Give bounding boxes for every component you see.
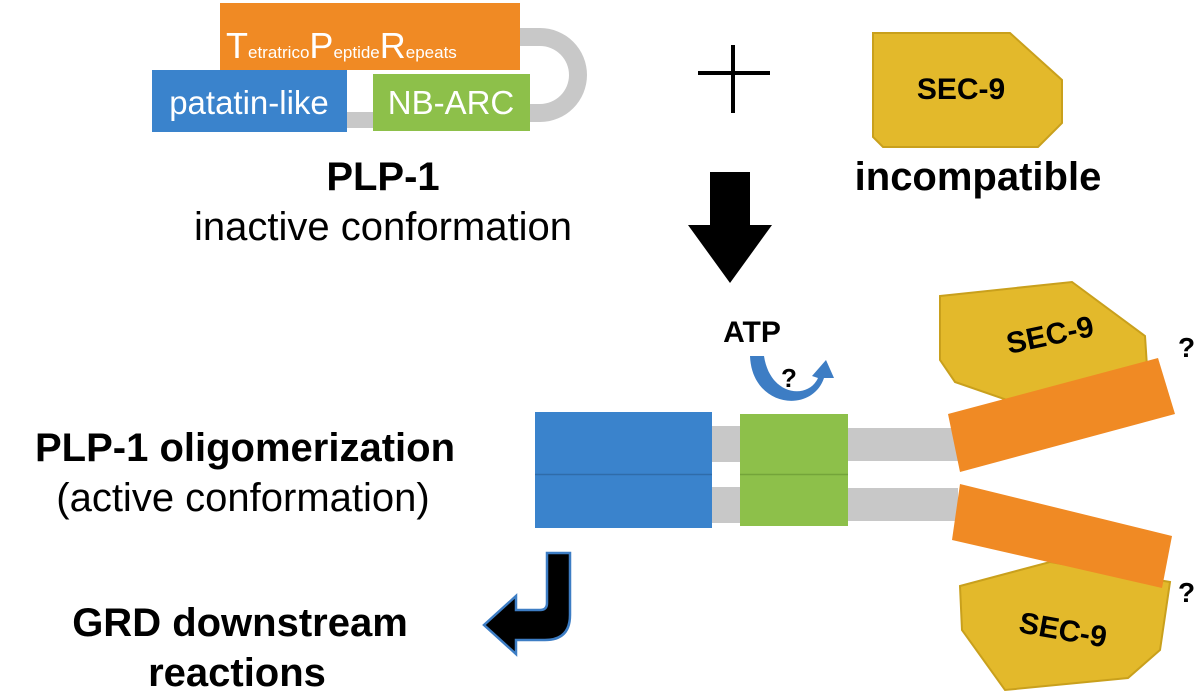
active-subtitle: (active conformation) [56,476,429,520]
linker-green-orange-lower [848,488,958,521]
patatin-label: patatin-like [169,84,329,121]
tpr-letter-p: P [309,25,333,66]
inactive-plp1-group: TetratricoPeptideRepeats patatin-like NB… [152,3,587,249]
downstream-line1: GRD downstream [72,601,408,645]
active-oligomer-group: SEC-9 SEC-9 ? ? ATP ? PLP-1 oligomerizat… [35,280,1195,692]
tpr-label: TetratricoPeptideRepeats [226,25,457,66]
tpr-letter-r: R [380,25,406,66]
inactive-linker-loop [515,28,587,122]
linker-blue-green-lower [712,487,744,523]
tpr-domain-box [220,3,520,70]
question-mark-lower: ? [1178,577,1195,608]
tpr-suffix-p: eptide [333,43,379,62]
tpr-block-lower [952,484,1172,588]
inactive-linker-short [345,112,375,128]
down-arrow-icon [688,172,772,283]
tpr-suffix-r: epeats [406,43,457,62]
nbarc-block-lower [740,475,848,526]
tpr-letter-t: T [226,25,248,66]
question-mark-upper: ? [1178,332,1195,363]
sec9-top-label: SEC-9 [917,73,1005,106]
patatin-block-upper [535,412,712,474]
linker-blue-green-upper [712,426,744,462]
atp-cycle-arrow-icon [750,356,834,401]
linker-green-orange-upper [848,428,958,461]
nbarc-domain-box [373,74,530,131]
tpr-block-upper [948,358,1175,472]
active-title: PLP-1 oligomerization [35,426,455,470]
plus-icon [698,45,770,113]
patatin-domain-box [152,70,347,132]
patatin-block-lower [535,475,712,528]
inactive-title: PLP-1 [326,155,439,199]
nbarc-label: NB-ARC [388,84,515,121]
tpr-suffix-t: etratrico [248,43,309,62]
sec9-top-caption: incompatible [855,155,1102,199]
nbarc-block-upper [740,414,848,474]
downstream-hook-arrow-icon [482,551,572,657]
atp-label: ATP [723,316,781,349]
inactive-subtitle: inactive conformation [194,205,572,249]
downstream-line2: reactions [148,651,326,695]
atp-question-mark: ? [781,363,797,393]
sec9-top-group: SEC-9 incompatible [855,32,1102,199]
sec9-top-shape [872,32,1063,148]
